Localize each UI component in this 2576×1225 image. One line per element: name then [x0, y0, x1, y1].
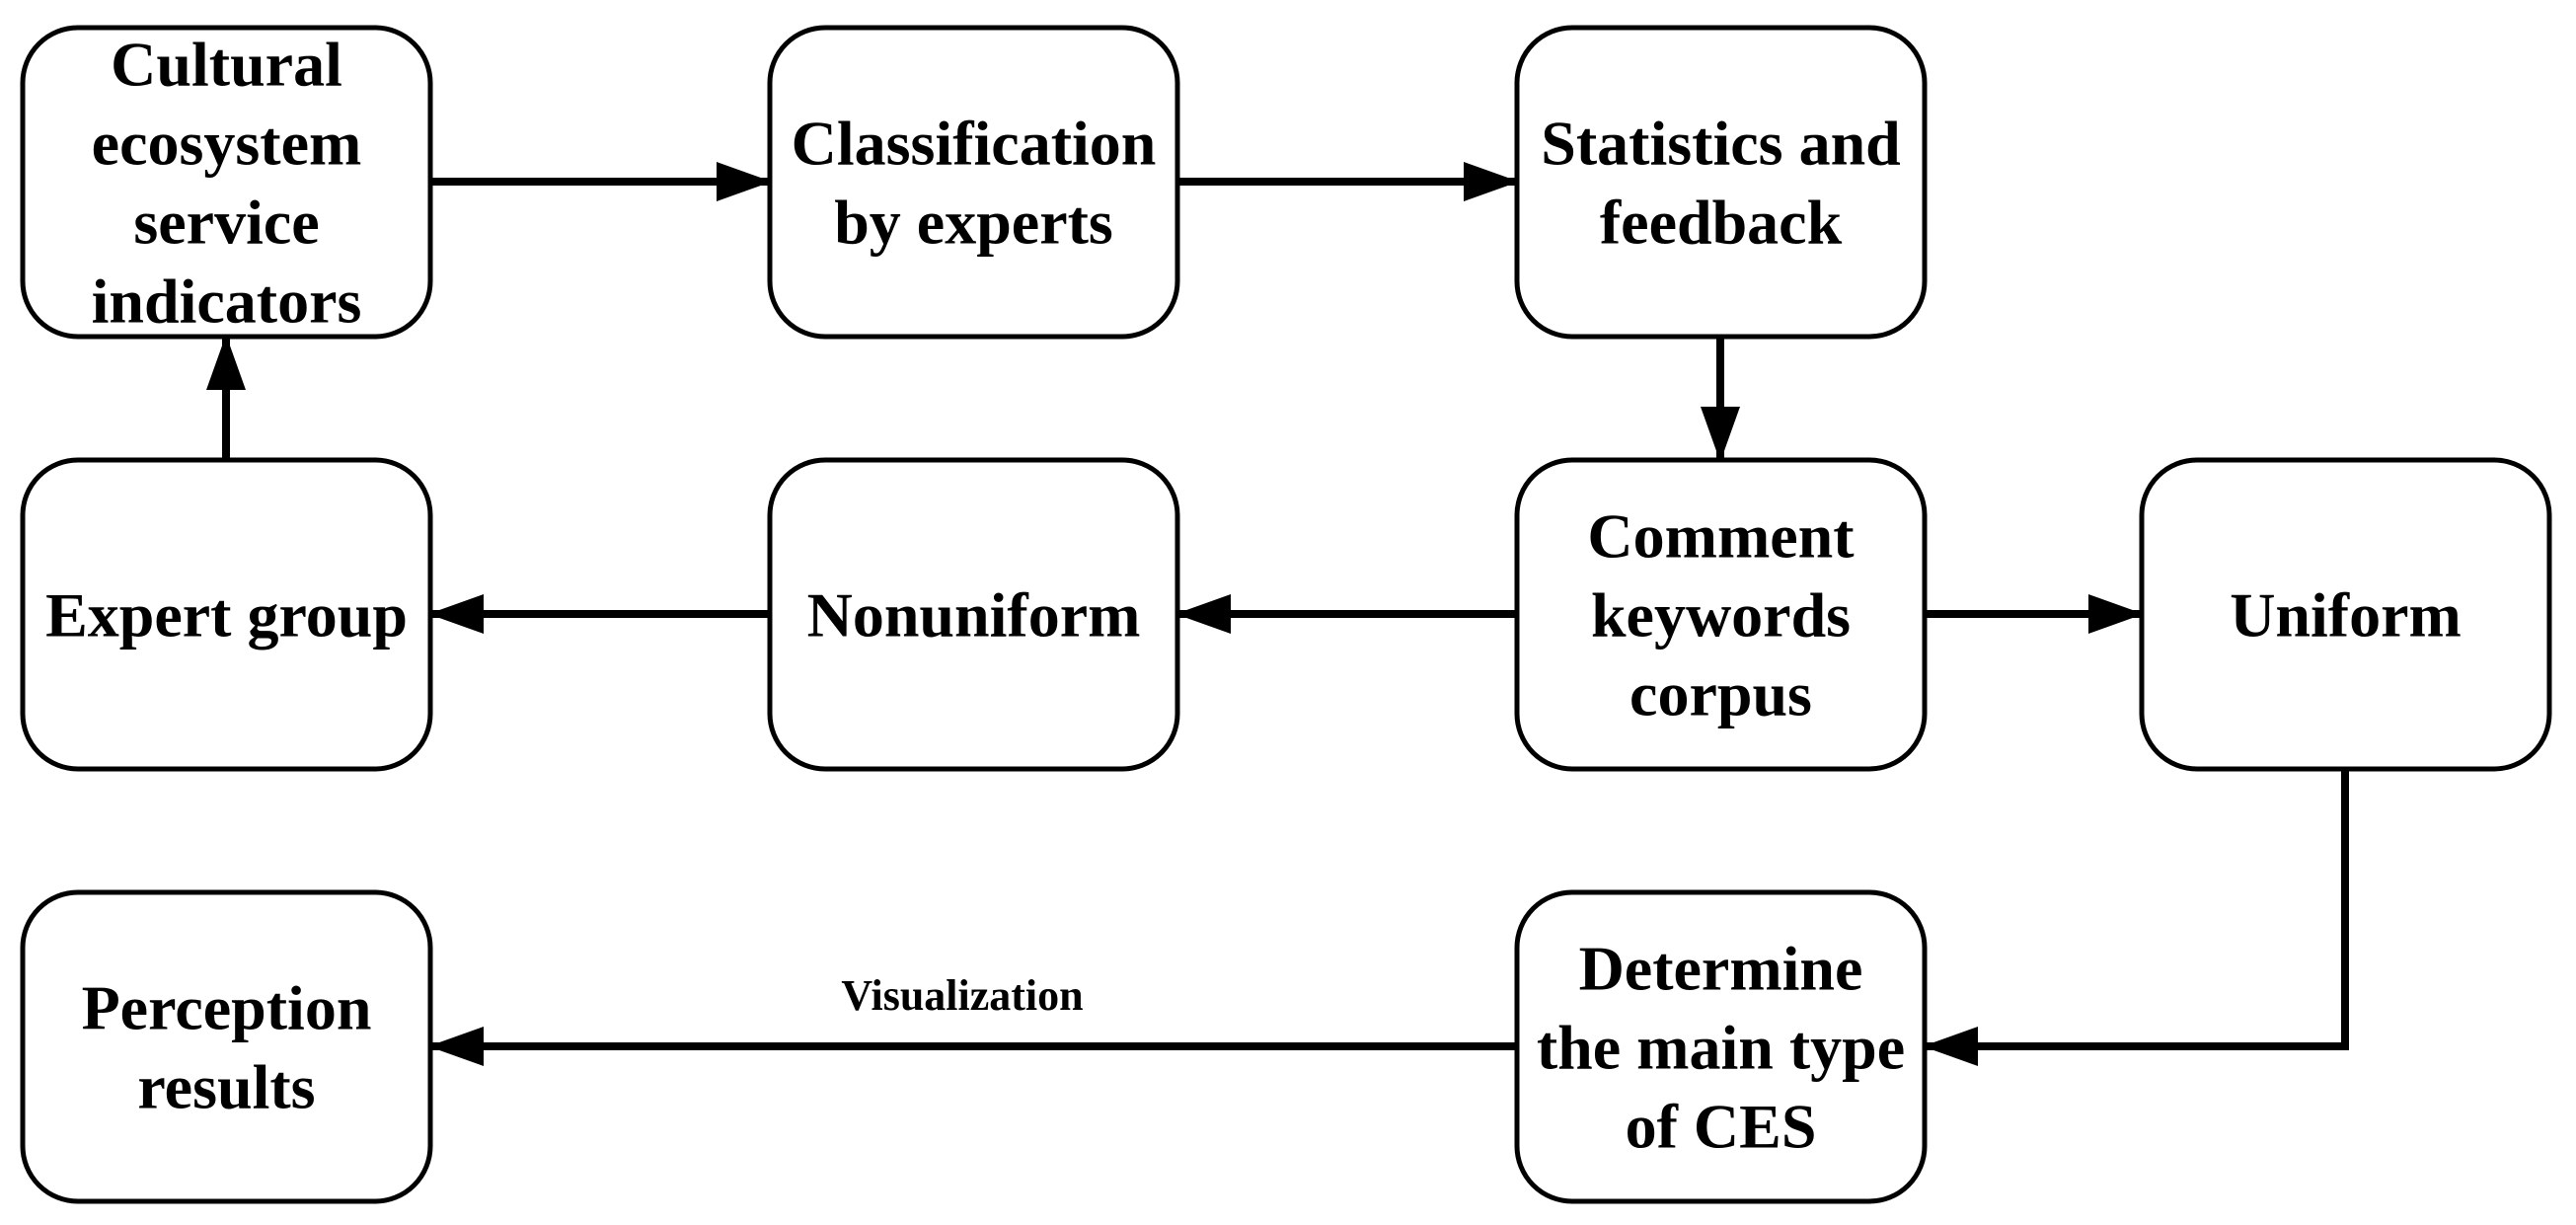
node-expert-group: Expert group — [20, 457, 433, 772]
node-label-line: service — [133, 188, 319, 258]
node-statistics-and-feedback: Statistics and feedback — [1514, 25, 1928, 340]
node-box — [1514, 457, 1928, 772]
node-label-line: by experts — [834, 188, 1113, 258]
node-box — [20, 889, 433, 1204]
node-determine-main-type: Determine the main type of CES — [1514, 889, 1928, 1204]
node-box — [1514, 25, 1928, 340]
node-label-line: results — [137, 1052, 315, 1122]
node-box — [2139, 457, 2552, 772]
node-label-line: Cultural — [111, 30, 342, 100]
node-box — [767, 25, 1180, 340]
edge-uniform-to-determine — [1923, 769, 2349, 1066]
node-label-line: Determine — [1579, 934, 1863, 1004]
node-label-line: Statistics and — [1541, 109, 1901, 179]
node-nonuniform: Nonuniform — [767, 457, 1180, 772]
node-label-line: the main type — [1537, 1013, 1905, 1083]
node-uniform: Uniform — [2139, 457, 2552, 772]
node-label-line: feedback — [1600, 188, 1843, 258]
node-ces-indicators: Cultural ecosystem service indicators — [20, 25, 433, 340]
node-label-line: Perception — [82, 973, 372, 1043]
node-label-line: of CES — [1626, 1092, 1817, 1162]
node-label-line: Expert group — [45, 580, 408, 651]
node-box — [767, 457, 1180, 772]
node-comment-keywords-corpus: Comment keywords corpus — [1514, 457, 1928, 772]
node-label-line: corpus — [1629, 659, 1812, 729]
node-classification-by-experts: Classification by experts — [767, 25, 1180, 340]
node-label-line: Nonuniform — [807, 580, 1141, 651]
node-label-line: Comment — [1587, 501, 1855, 572]
node-box — [20, 25, 433, 340]
edge-label: Visualization — [841, 971, 1083, 1020]
node-label-line: ecosystem — [92, 109, 362, 179]
node-label-line: indicators — [92, 267, 362, 337]
node-box — [1514, 889, 1928, 1204]
node-label-line: Uniform — [2230, 580, 2462, 651]
node-box — [20, 457, 433, 772]
node-label-line: Classification — [792, 109, 1157, 179]
edge-determine-to-perception: Visualization — [428, 971, 1517, 1066]
node-perception-results: Perception results — [20, 889, 433, 1204]
node-label-line: keywords — [1591, 580, 1851, 651]
edge-arrow — [1923, 769, 2349, 1066]
